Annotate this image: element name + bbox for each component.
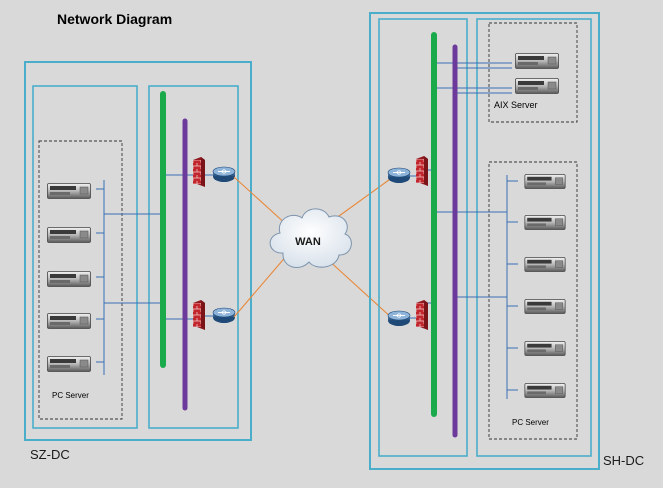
sz-network-zone-frame bbox=[148, 85, 239, 429]
sh-aix-server-label: AIX Server bbox=[494, 100, 538, 110]
sz-pc-server-group bbox=[38, 140, 123, 420]
sh-dc-outer-frame bbox=[369, 12, 600, 470]
sh-router-top bbox=[387, 167, 411, 184]
sh-router-bottom bbox=[387, 310, 411, 327]
sh-pc-server-2 bbox=[524, 215, 566, 230]
sz-firewall-top bbox=[193, 157, 205, 187]
sz-pc-server-3 bbox=[46, 271, 92, 287]
sh-aix-server-1 bbox=[514, 53, 560, 69]
diagram-title: Network Diagram bbox=[57, 11, 173, 27]
sh-pc-server-3 bbox=[524, 257, 566, 272]
sz-dc-label: SZ-DC bbox=[30, 447, 70, 462]
sh-pc-server-4 bbox=[524, 299, 566, 314]
sh-aix-server-group bbox=[488, 22, 578, 123]
sz-dc-outer-frame bbox=[24, 61, 252, 441]
sh-pc-server-6 bbox=[524, 383, 566, 398]
sz-firewall-bottom bbox=[193, 300, 205, 330]
sz-pc-server-1 bbox=[46, 183, 92, 199]
sz-server-zone-frame bbox=[32, 85, 138, 429]
sz-router-top bbox=[212, 166, 236, 183]
sh-aix-server-2 bbox=[514, 78, 560, 94]
sh-dc-label: SH-DC bbox=[603, 453, 645, 468]
sz-router-links bbox=[203, 174, 214, 317]
sh-firewall-top bbox=[416, 156, 428, 186]
sh-pc-server-label: PC Server bbox=[512, 418, 549, 427]
wan-cloud bbox=[269, 208, 352, 268]
sh-firewall-bottom bbox=[416, 300, 428, 330]
sz-pc-server-4 bbox=[46, 313, 92, 329]
sz-pc-server-2 bbox=[46, 227, 92, 243]
sz-router-bottom bbox=[212, 307, 236, 324]
sh-pc-server-group bbox=[488, 161, 578, 440]
sz-pc-server-label: PC Server bbox=[52, 391, 89, 400]
sz-pc-server-5 bbox=[46, 356, 92, 372]
sh-pc-server-5 bbox=[524, 341, 566, 356]
sh-server-zone-frame bbox=[476, 18, 592, 457]
wan-label: WAN bbox=[295, 236, 321, 248]
sh-pc-server-1 bbox=[524, 174, 566, 189]
sz-server-lan-links bbox=[96, 174, 197, 375]
sh-network-zone-frame bbox=[378, 18, 468, 457]
